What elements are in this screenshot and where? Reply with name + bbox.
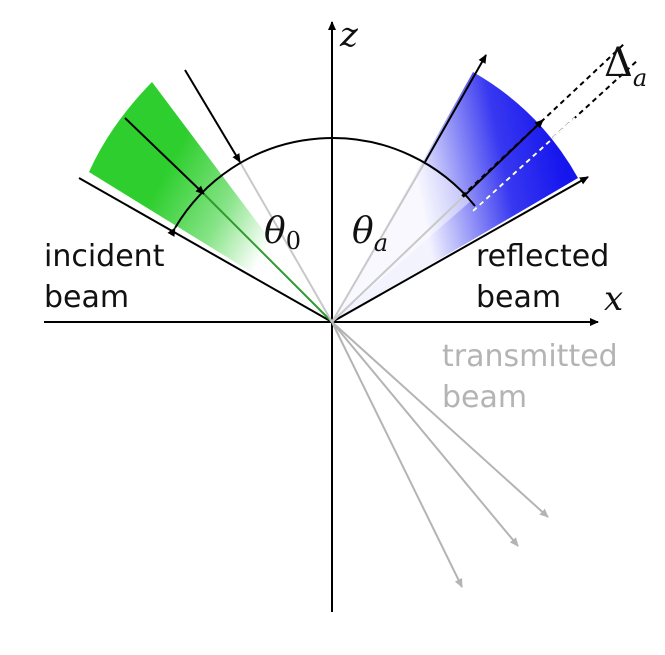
- reflected-beam-fan: [332, 72, 578, 322]
- transmitted-ray-3: [331, 321, 463, 588]
- reflected-ray-outer: [331, 176, 589, 323]
- transmitted-label-line2: beam: [442, 380, 527, 415]
- reflected-inner-region: [332, 163, 472, 322]
- delta-dash-upper: [461, 43, 625, 197]
- theta-0-label: θ0: [264, 211, 301, 255]
- reflected-label-line1: reflected: [476, 239, 609, 274]
- reflected-edge-grey: [331, 161, 426, 323]
- incident-label-line2: beam: [44, 280, 129, 315]
- reflected-inner-grey: [331, 196, 464, 323]
- incident-ray-outer: [78, 177, 333, 323]
- transmitted-label-line1: transmitted: [442, 339, 618, 374]
- z-axis-label: z: [339, 15, 359, 55]
- delta-a-label: Δa: [604, 40, 647, 92]
- incident-edge-grey: [239, 161, 333, 323]
- incident-label-line1: incident: [44, 239, 165, 274]
- angle-arc: [167, 136, 476, 237]
- reflected-label-line2: beam: [476, 280, 561, 315]
- incident-ray-continuation: [203, 193, 333, 323]
- incident-ray-top: [184, 69, 241, 163]
- transmitted-ray-1: [331, 321, 549, 518]
- incident-ray-center: [124, 117, 205, 195]
- x-axis-label: x: [604, 279, 623, 319]
- reflected-ray-top: [424, 54, 487, 163]
- theta-a-label: θa: [352, 211, 388, 257]
- transmitted-ray-2: [331, 321, 519, 547]
